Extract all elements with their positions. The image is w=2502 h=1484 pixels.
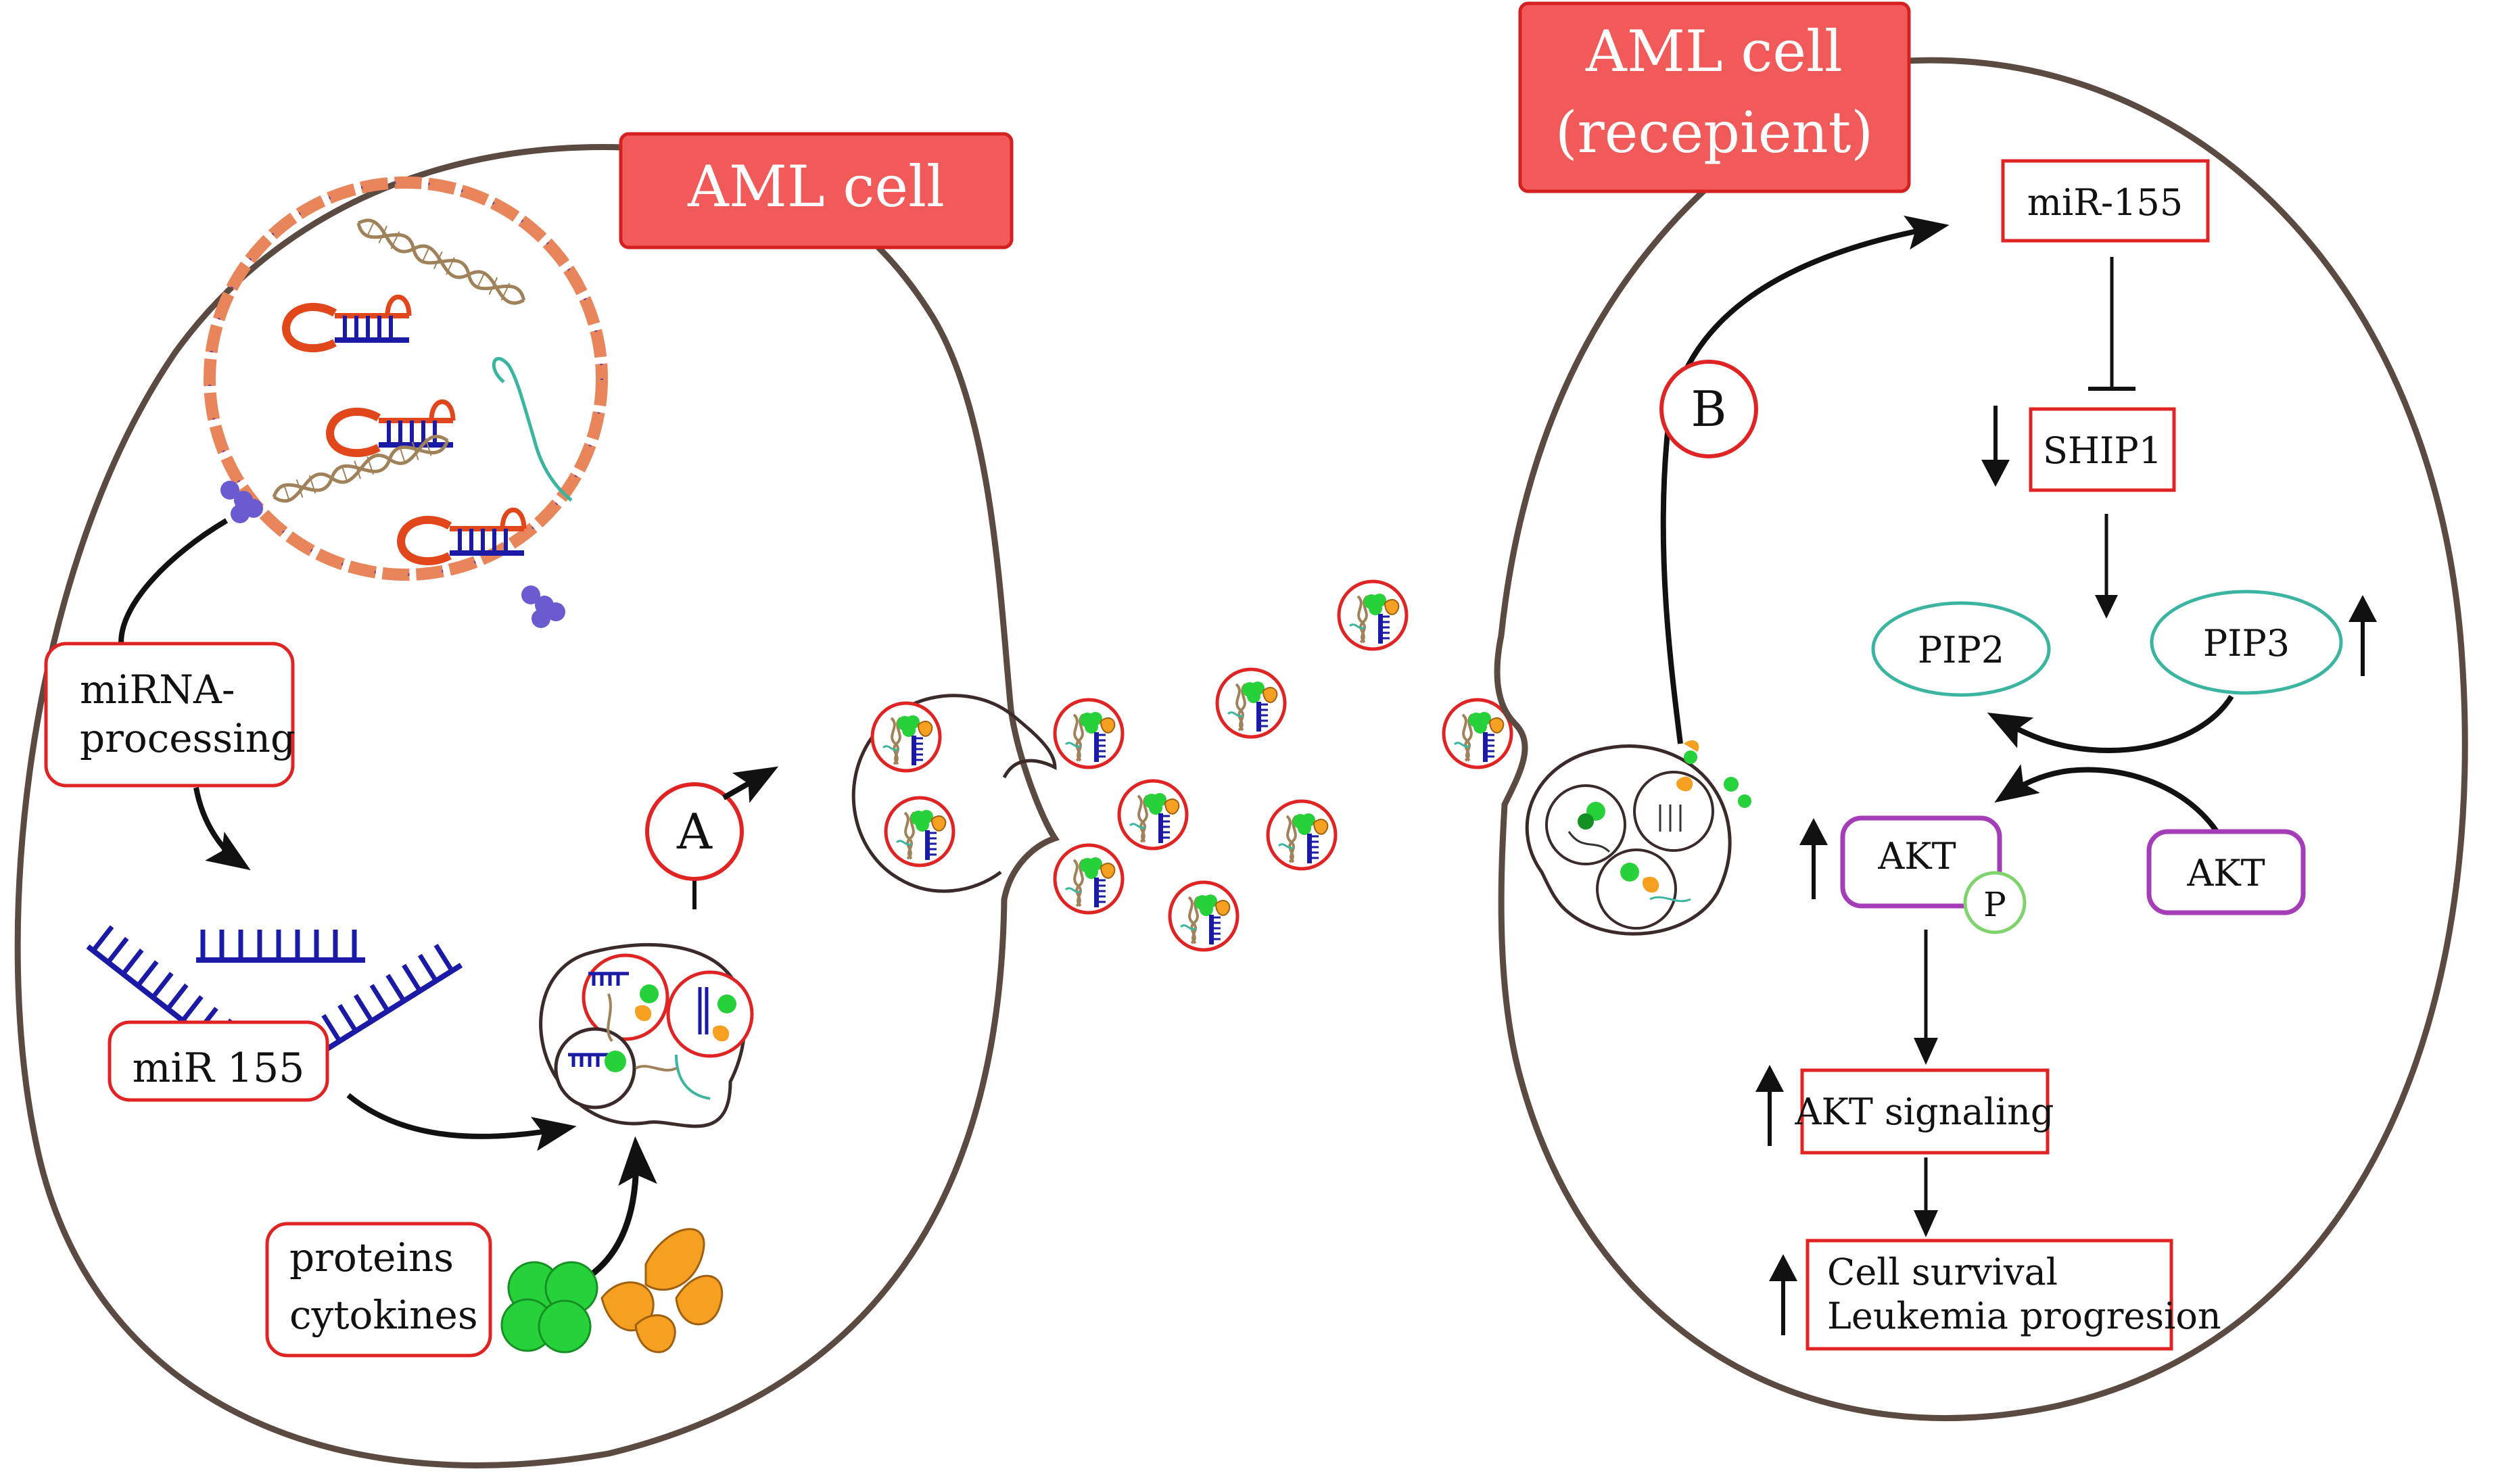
up-arrow-icon [2348, 595, 2377, 676]
akt-node: AKT [2146, 829, 2306, 915]
mature-mirna-icon [196, 930, 365, 960]
mir155-target-label: miR-155 [2027, 181, 2183, 224]
pip2-node: PIP2 [1871, 601, 2051, 697]
nuclear-pore-icon [521, 585, 565, 628]
akt-signaling-box: AKT signaling [1795, 1068, 2054, 1155]
exosome-icon [1217, 669, 1285, 737]
pip2-label: PIP2 [1918, 629, 2004, 671]
step-a-marker: A [645, 766, 779, 909]
dna-helix-icon [271, 431, 450, 506]
pre-mirna-hairpin-icon [286, 297, 409, 348]
up-arrow-icon [1769, 1254, 1797, 1335]
exosome-icon [886, 798, 953, 865]
recipient-endosome [1525, 740, 1751, 936]
pip3-to-pip2-arrow [1987, 694, 2234, 753]
right-cell-title-2: (recepient) [1555, 99, 1873, 166]
pip3-node: PIP3 [2150, 590, 2343, 695]
mirna-processing-label-1: miRNA- [80, 667, 235, 713]
mirna-processing-box: miRNA- processing [44, 642, 296, 788]
ship1-box: SHIP1 [2029, 407, 2176, 492]
akt-left-label: AKT [1877, 835, 1956, 878]
cytokine-icon [600, 1228, 724, 1354]
cytokines-label: cytokines [289, 1292, 478, 1338]
export-arrow [118, 518, 229, 650]
outcome-label-2: Leukemia progresion [1827, 1295, 2221, 1337]
rna-strand-icon [492, 357, 573, 502]
pre-mirna-hairpin-icon [330, 402, 453, 453]
left-cell-membrane [14, 144, 1060, 1468]
exocytosis-vesicle [851, 694, 1057, 893]
exosome-icon [872, 703, 940, 771]
down-arrow-icon [1981, 406, 2010, 487]
exosome-icon [1055, 700, 1123, 767]
up-arrow-icon [1799, 818, 1828, 899]
exosome-icon [1339, 581, 1407, 649]
nucleus [204, 176, 608, 628]
loading-arrow [346, 1093, 577, 1151]
exosome-icon [1055, 845, 1123, 913]
outcome-label-1: Cell survival [1827, 1251, 2058, 1293]
protein-cluster-icon [500, 1261, 598, 1354]
mirna-processing-label-2: processing [80, 715, 296, 761]
mir155-label: miR 155 [133, 1045, 305, 1092]
left-cell-title: AML cell [687, 153, 945, 220]
step-b-marker: B [1659, 360, 1758, 458]
akt-phospho-node: AKT P [1840, 815, 2027, 934]
akt-signaling-label: AKT signaling [1795, 1091, 2054, 1133]
step-a-label: A [676, 803, 713, 860]
pip3-label: PIP3 [2203, 622, 2290, 665]
processing-arrow [193, 787, 251, 871]
exosome-icon [1268, 801, 1336, 869]
step-b-label: B [1691, 381, 1727, 437]
right-cell-membrane [1494, 57, 2468, 1422]
proteins-cytokines-box: proteins cytokines [265, 1222, 492, 1358]
proteins-label: proteins [289, 1235, 454, 1280]
pre-mirna-hairpin-icon [401, 510, 524, 561]
phospho-label: P [1983, 885, 2006, 924]
exosome-icon [1444, 700, 1511, 767]
protein-loading-arrow [580, 1136, 657, 1284]
exosome-icon [1170, 882, 1237, 950]
right-cell-title-1: AML cell [1585, 18, 1843, 85]
nuclear-pore-icon [220, 481, 263, 523]
akt-activation-arrow [1994, 764, 2227, 846]
up-arrow-icon [1755, 1065, 1784, 1146]
multivesicular-body [539, 942, 754, 1128]
exosome-icon [1119, 781, 1187, 848]
right-cell-title-box: AML cell (recepient) [1518, 1, 1911, 193]
mir155-target-box: miR-155 [2001, 159, 2210, 243]
mir155-box: miR 155 [108, 1020, 329, 1102]
dna-helix-icon [354, 214, 528, 308]
outcome-box: Cell survival Leukemia progresion [1805, 1239, 2221, 1351]
left-cell-title-box: AML cell [619, 132, 1014, 249]
ship1-label: SHIP1 [2043, 429, 2162, 472]
akt-right-label: AKT [2186, 852, 2265, 894]
